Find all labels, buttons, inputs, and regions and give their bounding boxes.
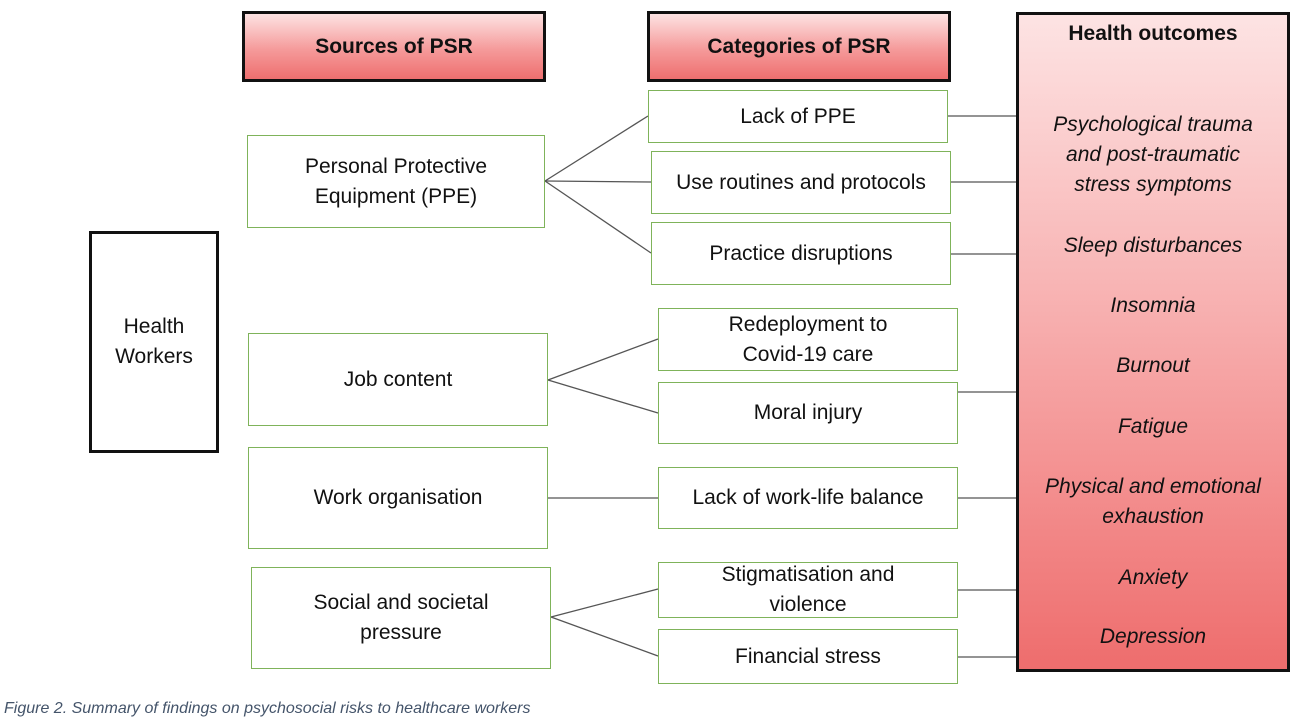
outcome-anxiety: Anxiety <box>1118 566 1188 589</box>
source-job-content: Job content <box>248 333 548 426</box>
outcome-fatigue: Fatigue <box>1117 415 1189 438</box>
outcome-exhaustion: Physical and emotional exhaustion <box>1045 475 1261 528</box>
connector-social-stigma <box>550 588 659 618</box>
sources-header: Sources of PSR <box>242 11 546 82</box>
health-workers-node: Health Workers <box>89 231 219 453</box>
outcome-insomnia: Insomnia <box>1110 294 1196 317</box>
category-moral-injury: Moral injury <box>658 382 958 444</box>
category-lack-of-ppe: Lack of PPE <box>648 90 948 143</box>
figure-caption: Figure 2. Summary of findings on psychos… <box>4 700 531 717</box>
outcome-psychological-trauma: Psychological trauma and post-traumatic … <box>1053 113 1253 196</box>
connector-ppe-routines <box>544 180 652 183</box>
category-use-routines: Use routines and protocols <box>651 151 951 214</box>
category-redeployment: Redeployment to Covid-19 care <box>658 308 958 371</box>
outcome-burnout: Burnout <box>1116 354 1190 377</box>
connector-job-moral <box>547 379 659 414</box>
source-ppe: Personal Protective Equipment (PPE) <box>247 135 545 228</box>
source-work-organisation: Work organisation <box>248 447 548 549</box>
outcomes-header: Health outcomes <box>1068 22 1238 45</box>
category-financial-stress: Financial stress <box>658 629 958 684</box>
connector-social-financial <box>550 616 659 657</box>
category-stigmatisation: Stigmatisation and violence <box>658 562 958 618</box>
outcome-depression: Depression <box>1099 625 1207 648</box>
categories-header: Categories of PSR <box>647 11 951 82</box>
health-outcomes-panel: Health outcomes Psychological trauma and… <box>1016 12 1290 672</box>
outcome-sleep-disturbances: Sleep disturbances <box>1063 234 1243 257</box>
connector-job-redeployment <box>547 338 659 381</box>
category-practice-disruptions: Practice disruptions <box>651 222 951 285</box>
connector-ppe-disruptions <box>544 180 652 254</box>
connector-ppe-lack <box>544 115 649 182</box>
category-work-life-balance: Lack of work-life balance <box>658 467 958 529</box>
source-social-pressure: Social and societal pressure <box>251 567 551 669</box>
